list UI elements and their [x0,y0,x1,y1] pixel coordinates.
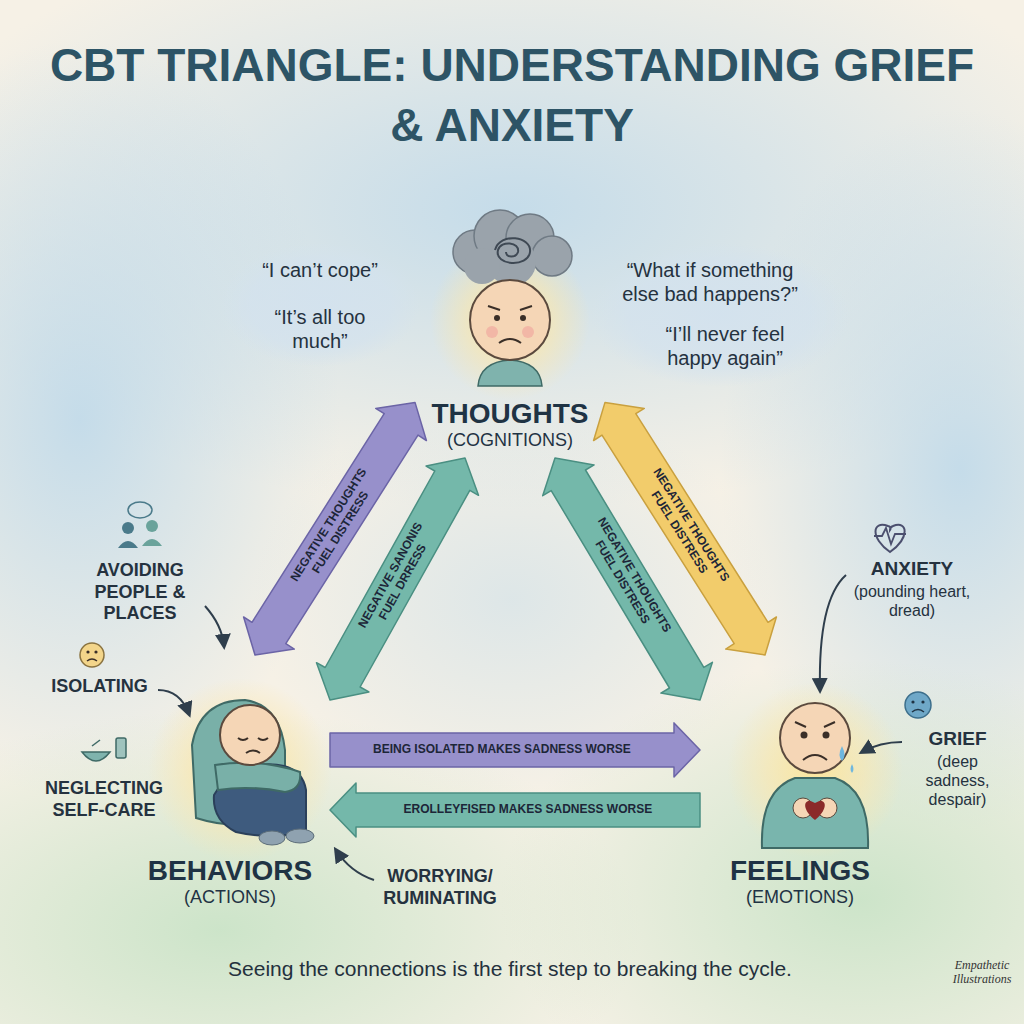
shoulders [478,360,542,386]
eye [921,700,924,703]
figure-node: FEELINGS(EMOTIONS) [700,655,900,915]
annotation-label: Empathetic Illustrations [946,958,1018,987]
eye [823,732,830,739]
glow [148,678,332,862]
cheek [522,326,534,338]
annotation-label: AVOIDING PEOPLE & PLACES [80,560,200,625]
bowl [82,752,110,761]
head [220,705,280,765]
thought-bubble [590,243,850,387]
shoe [259,831,285,845]
annotation-label: GRIEF [905,728,1010,751]
cloud-puff [532,236,572,276]
thinking-figure [470,280,550,386]
annotation-label: (pounding heart, dread) [852,582,972,620]
leader-line [336,850,374,880]
heart [805,801,825,820]
eyebrows [488,306,532,310]
eye [94,650,97,653]
shoe [286,829,314,843]
node-heading: FEELINGS [730,855,870,887]
pulse [874,528,906,544]
leader-line [862,742,902,752]
node-heading: BEHAVIORS [148,855,312,887]
connector-arrow [330,723,700,777]
eye [520,315,526,321]
node-subheading: (ACTIONS) [184,887,276,909]
eyebrows [795,722,835,727]
heart-monitor-icon [874,525,906,552]
arms [215,763,300,792]
thought-quote: “I can’t cope” [235,258,405,282]
speech-bubble [128,502,152,518]
annotation-label: (deep sadness, despair) [905,752,1010,810]
hunched-figure [192,700,314,845]
face [905,692,931,718]
self-care-icon [82,738,126,761]
frown [803,755,827,760]
eye [494,315,500,321]
storm-cloud [453,210,572,286]
person-body [118,541,138,548]
arrow-label: EROLLEYFISED MAKES SADNESS WORSE [404,803,653,817]
blue-face-icon [905,692,931,718]
node-heading: THOUGHTS [431,398,588,430]
people-icon [118,502,162,548]
figure-node: THOUGHTS(COGNITIONS) [415,210,605,458]
eye [801,732,808,739]
spoon [92,740,100,746]
leader-line [205,606,224,646]
crying-figure [762,703,868,848]
annotation-label: ISOLATING [42,676,157,698]
eye [86,650,89,653]
bottle [116,738,126,758]
cloud-puff [464,248,500,284]
arrow-label: BEING ISOLATED MAKES SADNESS WORSE [373,743,631,757]
frown [246,751,260,754]
closed-eyes [238,738,268,740]
leader-line [820,575,846,690]
connector-arrow [330,783,700,837]
eye [911,700,914,703]
person-head [122,522,134,534]
connector-arrow [594,402,777,655]
tear [851,764,854,773]
caption-text: Seeing the connections is the first step… [130,956,890,981]
head [470,280,550,360]
sad-face-icon [80,643,104,667]
glow [727,682,903,858]
annotation-label: ANXIETY [852,558,972,581]
node-subheading: (COGNITIONS) [447,430,573,452]
node-subheading: (EMOTIONS) [746,887,854,909]
thought-quote: “I’ll never feel happy again” [640,322,810,370]
frown [912,710,924,713]
annotation-label: WORRYING/ RUMINATING [370,866,510,909]
face [80,643,104,667]
thought-quote: “It’s all too much” [250,305,390,353]
frown [87,659,97,661]
annotation-label: NEGLECTING SELF-CARE [38,778,170,821]
person-head [146,520,158,532]
cheek [486,326,498,338]
tear [840,746,845,761]
thought-quote: “What if something else bad happens?” [610,258,810,306]
thought-bubble [220,243,420,367]
frown [499,339,521,343]
body [762,778,868,848]
scribble [495,238,530,263]
head [780,703,850,773]
person-body [142,539,162,546]
leader-line [158,690,189,714]
watercolor-wash [252,400,772,800]
title-text: CBT TRIANGLE: UNDERSTANDING GRIEF & ANXI… [32,36,992,156]
